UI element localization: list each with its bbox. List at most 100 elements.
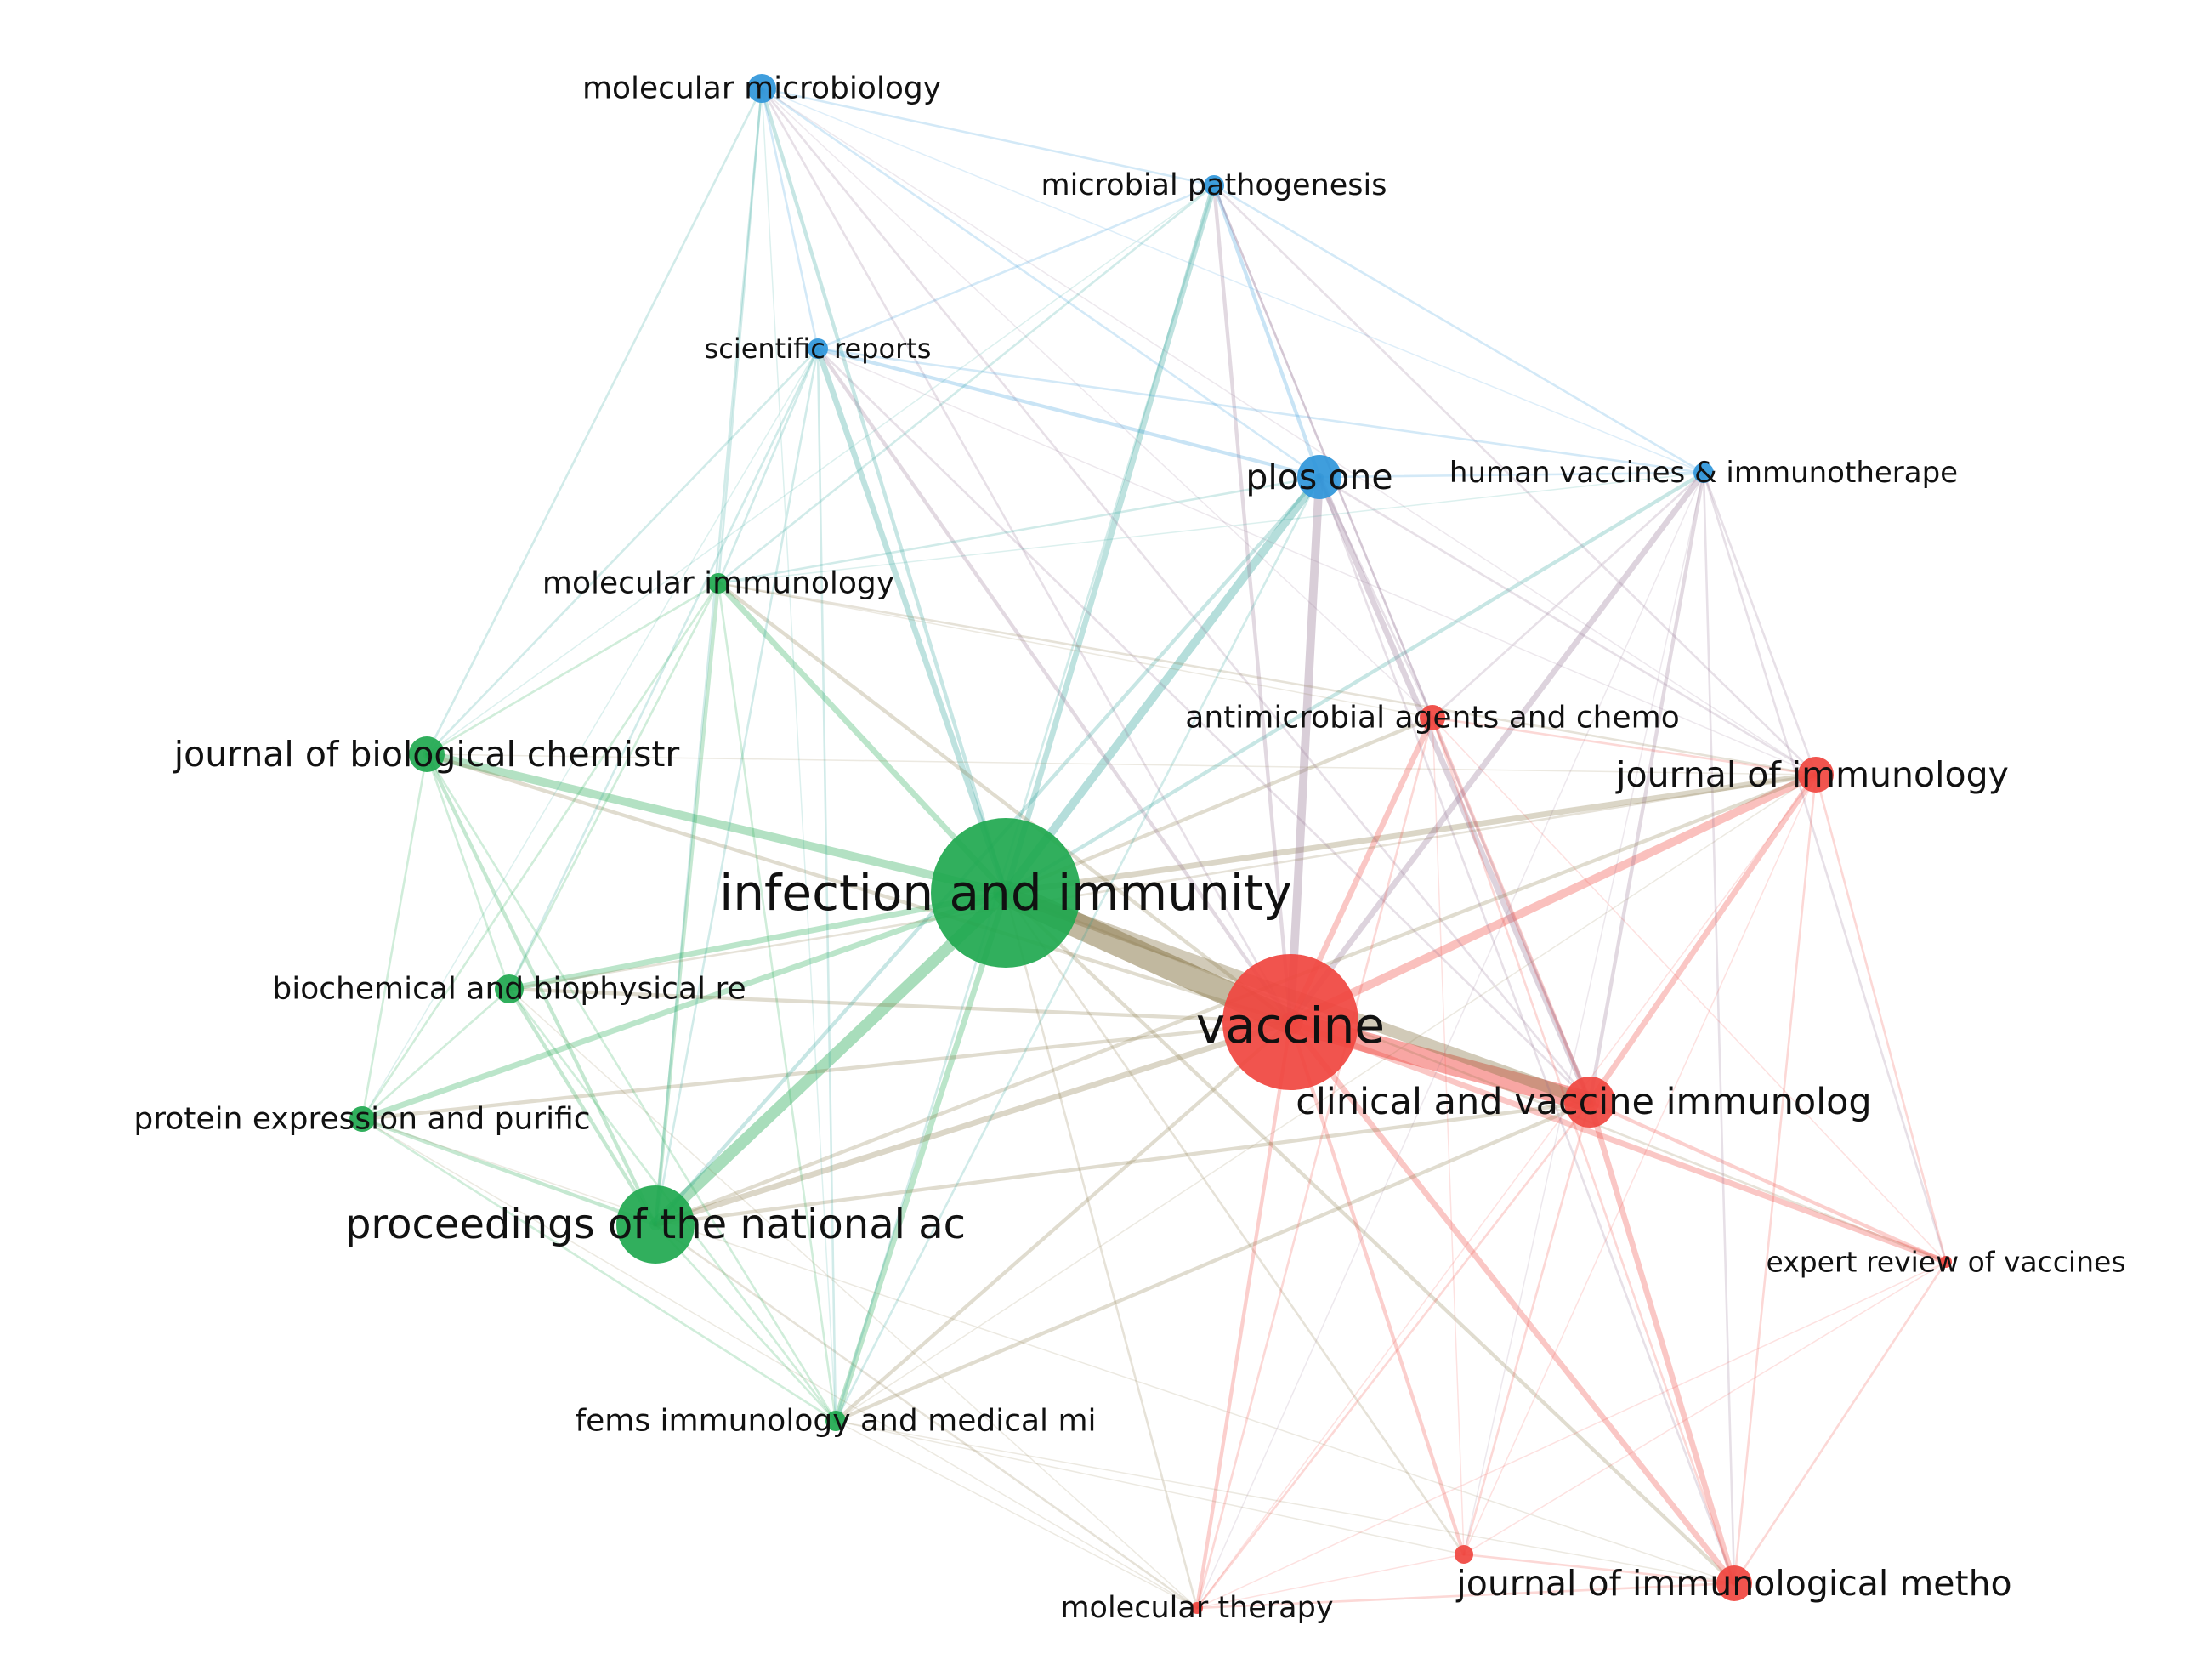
edge-plos-one-to-molecular-immunology <box>717 475 1321 585</box>
edge-molecular-microbiology-to-scientific-reports <box>760 87 820 350</box>
edge-vaccine-to-journal-of-biological-chemistr <box>424 752 1293 1025</box>
node-scientific-reports[interactable] <box>808 338 828 359</box>
node-proceedings-of-the-national-ac[interactable] <box>616 1185 695 1264</box>
node-label-journal-of-immunology: journal of immunology <box>1615 754 2009 795</box>
node-journal-of-immunological-metho[interactable] <box>1716 1565 1752 1601</box>
node-human-vaccines-immunotherape[interactable] <box>1693 463 1714 483</box>
edge-journal-of-immunology-to-unlabeled-red-node <box>1463 774 1817 1555</box>
edge-vaccine-to-microbial-pathogenesis <box>1211 183 1293 1025</box>
edge-journal-of-biological-chemistr-to-biochemical-and-biophysical-re <box>425 753 511 991</box>
edge-plos-one-to-microbial-pathogenesis <box>1211 183 1322 480</box>
node-antimicrobial-agents-and-chemo[interactable] <box>1420 705 1445 730</box>
edge-molecular-immunology-to-journal-of-immunology <box>717 582 1818 776</box>
edge-infection-and-immunity-to-scientific-reports <box>814 345 1009 896</box>
edge-scientific-reports-to-protein-expression-and-purific <box>361 348 819 1120</box>
edge-proceedings-of-the-national-ac-to-fems-immunology-and-medical-mi <box>654 1223 837 1423</box>
edge-molecular-immunology-to-protein-expression-and-purific <box>360 582 720 1121</box>
edge-molecular-immunology-to-antimicrobial-agents-and-chemo <box>717 582 1433 719</box>
node-label-vaccine: vaccine <box>1196 997 1385 1054</box>
node-label-molecular-therapy: molecular therapy <box>1060 1591 1333 1625</box>
edge-molecular-therapy-to-unlabeled-red-node <box>1196 1554 1465 1609</box>
node-label-scientific-reports: scientific reports <box>705 332 932 365</box>
edge-infection-and-immunity-to-journal-of-immunology <box>1002 771 1819 896</box>
edge-vaccine-to-molecular-immunology <box>716 581 1293 1025</box>
edge-protein-expression-and-purific-to-journal-of-immunological-metho <box>361 1118 1735 1584</box>
node-clinical-and-vaccine-immunolog[interactable] <box>1564 1077 1615 1128</box>
edge-infection-and-immunity-to-protein-expression-and-purific <box>359 889 1009 1122</box>
edge-human-vaccines-immunotherape-to-expert-review-of-vaccines <box>1702 471 1948 1264</box>
network-edges <box>359 86 1949 1611</box>
node-label-clinical-and-vaccine-immunolog: clinical and vaccine immunolog <box>1296 1081 1871 1123</box>
edge-infection-and-immunity-to-fems-immunology-and-medical-mi <box>832 889 1009 1424</box>
node-label-fems-immunology-and-medical-mi: fems immunology and medical mi <box>575 1404 1096 1439</box>
node-molecular-therapy[interactable] <box>1191 1602 1203 1614</box>
edge-proceedings-of-the-national-ac-to-molecular-therapy <box>654 1223 1199 1610</box>
edge-journal-of-immunology-to-journal-of-immunological-metho <box>1733 773 1818 1585</box>
edge-clinical-and-vaccine-immunolog-to-plos-one <box>1316 474 1593 1105</box>
edge-expert-review-of-vaccines-to-unlabeled-red-node <box>1463 1261 1947 1555</box>
edge-molecular-microbiology-to-human-vaccines-immunotherape <box>761 88 1704 474</box>
edge-protein-expression-and-purific-to-fems-immunology-and-medical-mi <box>360 1117 837 1423</box>
edge-scientific-reports-to-journal-of-immunology <box>817 348 1817 776</box>
edge-journal-of-immunological-metho-to-expert-review-of-vaccines <box>1733 1260 1948 1585</box>
edge-antimicrobial-agents-and-chemo-to-journal-of-immunological-metho <box>1431 716 1736 1585</box>
node-journal-of-biological-chemistr[interactable] <box>409 736 445 772</box>
edge-microbial-pathogenesis-to-fems-immunology-and-medical-mi <box>834 184 1216 1423</box>
edge-proceedings-of-the-national-ac-to-protein-expression-and-purific <box>360 1116 658 1227</box>
edge-clinical-and-vaccine-immunolog-to-fems-immunology-and-medical-mi <box>833 1099 1592 1423</box>
edge-clinical-and-vaccine-immunolog-to-expert-review-of-vaccines <box>1587 1099 1948 1264</box>
edge-proceedings-of-the-national-ac-to-molecular-immunology <box>653 581 721 1227</box>
edge-clinical-and-vaccine-immunolog-to-scientific-reports <box>816 347 1591 1104</box>
node-journal-of-immunology[interactable] <box>1798 757 1834 793</box>
edge-human-vaccines-immunotherape-to-molecular-immunology <box>717 472 1704 584</box>
edge-antimicrobial-agents-and-chemo-to-molecular-therapy <box>1195 716 1434 1610</box>
edge-fems-immunology-and-medical-mi-to-journal-of-immunological-metho <box>835 1420 1735 1584</box>
edge-infection-and-immunity-to-microbial-pathogenesis <box>1002 182 1217 896</box>
node-protein-expression-and-purific[interactable] <box>349 1106 375 1132</box>
edge-scientific-reports-to-fems-immunology-and-medical-mi <box>816 347 837 1423</box>
edge-clinical-and-vaccine-immunolog-to-antimicrobial-agents-and-chemo <box>1430 715 1592 1105</box>
edge-microbial-pathogenesis-to-scientific-reports <box>816 184 1216 350</box>
node-molecular-immunology[interactable] <box>708 573 729 594</box>
edge-plos-one-to-scientific-reports <box>815 346 1322 480</box>
edge-molecular-immunology-to-fems-immunology-and-medical-mi <box>717 582 837 1423</box>
node-fems-immunology-and-medical-mi[interactable] <box>825 1411 846 1431</box>
edge-journal-of-biological-chemistr-to-fems-immunology-and-medical-mi <box>425 753 837 1423</box>
edge-clinical-and-vaccine-immunolog-to-journal-of-immunology <box>1586 771 1819 1105</box>
edge-vaccine-to-molecular-therapy <box>1194 1020 1293 1611</box>
node-microbial-pathogenesis[interactable] <box>1204 175 1224 196</box>
node-plos-one[interactable] <box>1297 455 1341 499</box>
edge-vaccine-to-human-vaccines-immunotherape <box>1287 469 1707 1025</box>
edge-journal-of-immunology-to-expert-review-of-vaccines <box>1814 773 1948 1264</box>
node-label-journal-of-immunological-metho: journal of immunological metho <box>1455 1563 2011 1604</box>
edge-infection-and-immunity-to-journal-of-immunological-metho <box>1003 890 1737 1586</box>
edge-journal-of-biological-chemistr-to-journal-of-immunology <box>426 753 1817 776</box>
edge-microbial-pathogenesis-to-journal-of-biological-chemistr <box>426 185 1215 755</box>
node-infection-and-immunity[interactable] <box>931 818 1080 968</box>
edge-infection-and-immunity-to-biochemical-and-biophysical-re <box>506 889 1009 992</box>
edge-molecular-microbiology-to-antimicrobial-agents-and-chemo <box>761 88 1433 719</box>
edge-human-vaccines-immunotherape-to-unlabeled-red-node <box>1463 472 1704 1555</box>
edge-antimicrobial-agents-and-chemo-to-expert-review-of-vaccines <box>1432 717 1947 1263</box>
node-biochemical-and-biophysical-re[interactable] <box>495 974 524 1003</box>
node-expert-review-of-vaccines[interactable] <box>1940 1256 1952 1268</box>
edge-vaccine-to-journal-of-immunological-metho <box>1287 1019 1738 1587</box>
edge-human-vaccines-immunotherape-to-antimicrobial-agents-and-chemo <box>1431 471 1705 719</box>
edge-clinical-and-vaccine-immunolog-to-microbial-pathogenesis <box>1212 184 1591 1104</box>
edge-vaccine-to-expert-review-of-vaccines <box>1287 1019 1949 1265</box>
edge-clinical-and-vaccine-immunolog-to-proceedings-of-the-national-ac <box>653 1099 1592 1227</box>
node-unlabeled-red-node[interactable] <box>1455 1545 1473 1564</box>
edge-fems-immunology-and-medical-mi-to-journal-of-immunology <box>835 774 1817 1422</box>
edge-proceedings-of-the-national-ac-to-biochemical-and-biophysical-re <box>507 986 658 1227</box>
node-molecular-microbiology[interactable] <box>747 74 776 103</box>
edge-proceedings-of-the-national-ac-to-scientific-reports <box>654 347 820 1226</box>
node-vaccine[interactable] <box>1222 954 1358 1090</box>
edge-journal-of-immunology-to-antimicrobial-agents-and-chemo <box>1431 716 1818 776</box>
network-nodes <box>349 74 1952 1614</box>
node-label-expert-review-of-vaccines: expert review of vaccines <box>1766 1246 2125 1279</box>
edge-scientific-reports-to-biochemical-and-biophysical-re <box>508 347 820 991</box>
edge-infection-and-immunity-to-molecular-therapy <box>1004 891 1199 1610</box>
edge-infection-and-immunity-to-unlabeled-red-node <box>1004 891 1466 1556</box>
